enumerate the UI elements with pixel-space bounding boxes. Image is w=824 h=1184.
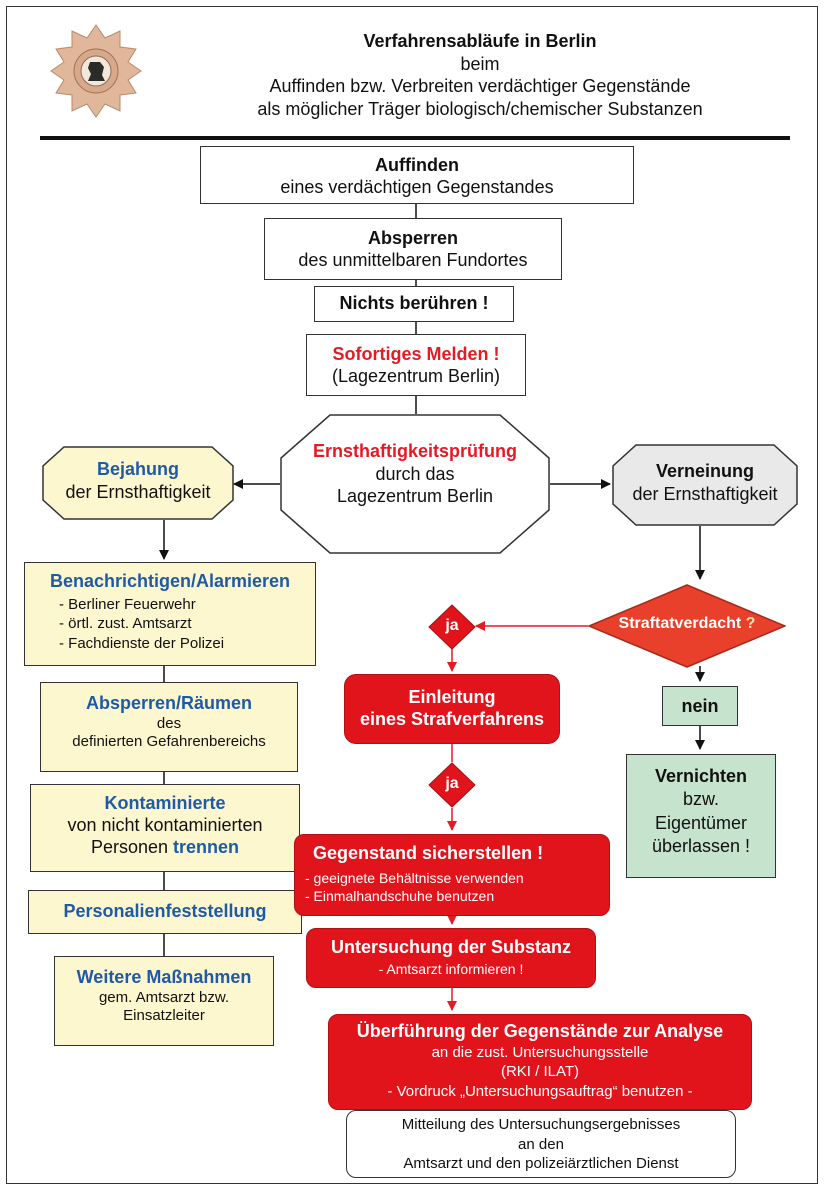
- center-untersuchung: Untersuchung der Substanz - Amtsarzt inf…: [306, 928, 596, 988]
- step-nicht-beruehren-title: Nichts berühren !: [339, 293, 489, 313]
- right-nein-label: nein: [681, 696, 719, 716]
- left-bejahung-text: der Ernsthaftigkeit: [65, 481, 211, 502]
- step-absperren: Absperren des unmittelbaren Fundortes: [264, 218, 562, 280]
- ja-diamond-1-shape: [428, 604, 476, 650]
- left-raeumen-title: Absperren/Räumen: [85, 693, 253, 713]
- straftatverdacht-diamond-shape: [588, 584, 786, 668]
- header: Verfahrensabläufe in Berlin beim Auffind…: [160, 30, 800, 120]
- bejahung-octagon-shape: [42, 446, 234, 520]
- left-weitere-title: Weitere Maßnahmen: [76, 967, 252, 987]
- center-einleitung-line2: eines Strafverfahrens: [359, 708, 545, 729]
- left-personalien-title: Personalienfeststellung: [63, 901, 267, 921]
- header-line-3: Auffinden bzw. Verbreiten verdächtiger G…: [269, 76, 691, 96]
- list-item: - örtl. zust. Amtsarzt: [59, 615, 192, 633]
- verneinung-octagon-shape: [612, 444, 798, 526]
- left-bejahung-title: Bejahung: [96, 459, 179, 479]
- ja-label-2: ja: [445, 775, 459, 792]
- center-ueberfuehrung: Überführung der Gegenstände zur Analyse …: [328, 1014, 752, 1110]
- center-ueberfuehrung-line4: - Vordruck „Untersuchungsauftrag“ benutz…: [387, 1082, 693, 1100]
- step-pruefung: Ernsthaftigkeitsprüfung durch das Lageze…: [280, 440, 550, 508]
- left-benachrichtigen-list: - Berliner Feuerwehr - örtl. zust. Amtsa…: [25, 593, 315, 654]
- step-pruefung-line2: durch das: [375, 463, 455, 484]
- center-ueberfuehrung-title: Überführung der Gegenstände zur Analyse: [356, 1021, 724, 1041]
- step-auffinden-text: eines verdächtigen Gegenstandes: [280, 176, 554, 197]
- left-trennen-line2: von nicht kontaminierten: [67, 814, 263, 835]
- center-sicherstellen: Gegenstand sicherstellen ! - geeignete B…: [294, 834, 610, 916]
- step-auffinden-title: Auffinden: [375, 155, 459, 175]
- page-title: Verfahrensabläufe in Berlin: [363, 31, 597, 51]
- left-raeumen-line2: des: [156, 714, 182, 732]
- right-vernichten-line4: überlassen !: [651, 836, 751, 857]
- pruefung-octagon-shape: [280, 414, 550, 554]
- center-ueberfuehrung-line3: (RKI / ILAT): [500, 1063, 580, 1081]
- ja-diamond-2-shape: [428, 762, 476, 808]
- center-mitteilung-line2: an den: [518, 1135, 564, 1153]
- left-raeumen: Absperren/Räumen des definierten Gefahre…: [40, 682, 298, 772]
- left-benachrichtigen: Benachrichtigen/Alarmieren - Berliner Fe…: [24, 562, 316, 666]
- left-benachrichtigen-title: Benachrichtigen/Alarmieren: [49, 571, 291, 591]
- center-mitteilung-line1: Mitteilung des Untersuchungsergebnisses: [401, 1116, 681, 1133]
- center-untersuchung-text: - Amtsarzt informieren !: [378, 960, 524, 977]
- left-weitere: Weitere Maßnahmen gem. Amtsarzt bzw. Ein…: [54, 956, 274, 1046]
- center-einleitung-line1: Einleitung: [408, 687, 496, 707]
- center-ueberfuehrung-line2: an die zust. Untersuchungsstelle: [431, 1043, 649, 1061]
- right-verneinung-title: Verneinung: [655, 461, 754, 481]
- step-auffinden: Auffinden eines verdächtigen Gegenstande…: [200, 146, 634, 204]
- step-absperren-text: des unmittelbaren Fundortes: [298, 249, 528, 270]
- header-divider: [40, 136, 790, 140]
- list-item: - Einmalhandschuhe benutzen: [305, 888, 495, 905]
- header-line-4: als möglicher Träger biologisch/chemisch…: [257, 98, 703, 119]
- right-verneinung: Verneinung der Ernsthaftigkeit: [612, 460, 798, 505]
- step-melden-text: (Lagezentrum Berlin): [331, 365, 501, 386]
- step-nicht-beruehren: Nichts berühren !: [314, 286, 514, 322]
- right-straftatverdacht: Straftatverdacht ?: [588, 615, 786, 633]
- step-pruefung-line3: Lagezentrum Berlin: [336, 486, 494, 506]
- right-straftatverdacht-label: Straftatverdacht: [618, 615, 742, 632]
- left-trennen-line3a: Personen: [90, 836, 174, 857]
- center-sicherstellen-list: - geeignete Behältnisse verwenden - Einm…: [305, 865, 609, 905]
- step-pruefung-title: Ernsthaftigkeitsprüfung: [312, 441, 517, 461]
- right-vernichten: Vernichten bzw. Eigentümer überlassen !: [626, 754, 776, 878]
- list-item: - Berliner Feuerwehr: [59, 595, 196, 613]
- center-einleitung: Einleitung eines Strafverfahrens: [344, 674, 560, 744]
- right-nein: nein: [662, 686, 738, 726]
- list-item: - geeignete Behältnisse verwenden: [305, 869, 524, 886]
- center-mitteilung-line3: Amtsarzt und den polizeiärztlichen Diens…: [403, 1155, 679, 1172]
- right-vernichten-line3: Eigentümer: [654, 812, 748, 833]
- left-raeumen-line3: definierten Gefahrenbereichs: [72, 733, 266, 751]
- right-vernichten-line2: bzw.: [682, 789, 720, 810]
- left-trennen-line3: Personen trennen: [31, 837, 299, 859]
- right-vernichten-title: Vernichten: [654, 766, 748, 786]
- header-line-2: beim: [460, 53, 500, 74]
- list-item: - Fachdienste der Polizei: [59, 634, 225, 652]
- left-bejahung: Bejahung der Ernsthaftigkeit: [42, 458, 234, 503]
- center-sicherstellen-title: Gegenstand sicherstellen !: [313, 843, 544, 863]
- step-melden-title: Sofortiges Melden !: [332, 344, 500, 364]
- left-weitere-line3: Einsatzleiter: [123, 1007, 205, 1025]
- ja-label-1: ja: [445, 617, 459, 634]
- step-absperren-title: Absperren: [367, 228, 459, 248]
- left-trennen-title: Kontaminierte: [104, 793, 226, 813]
- center-untersuchung-title: Untersuchung der Substanz: [330, 937, 572, 957]
- right-straftatverdacht-q: ?: [741, 615, 756, 632]
- left-trennen: Kontaminierte von nicht kontaminierten P…: [30, 784, 300, 872]
- center-mitteilung: Mitteilung des Untersuchungsergebnisses …: [346, 1110, 736, 1178]
- berlin-police-star-seal-icon: [50, 24, 142, 118]
- step-melden: Sofortiges Melden ! (Lagezentrum Berlin): [306, 334, 526, 396]
- right-verneinung-text: der Ernsthaftigkeit: [632, 483, 778, 504]
- left-weitere-line2: gem. Amtsarzt bzw.: [98, 988, 230, 1006]
- left-personalien: Personalienfeststellung: [28, 890, 302, 934]
- left-trennen-line3b: trennen: [173, 836, 240, 857]
